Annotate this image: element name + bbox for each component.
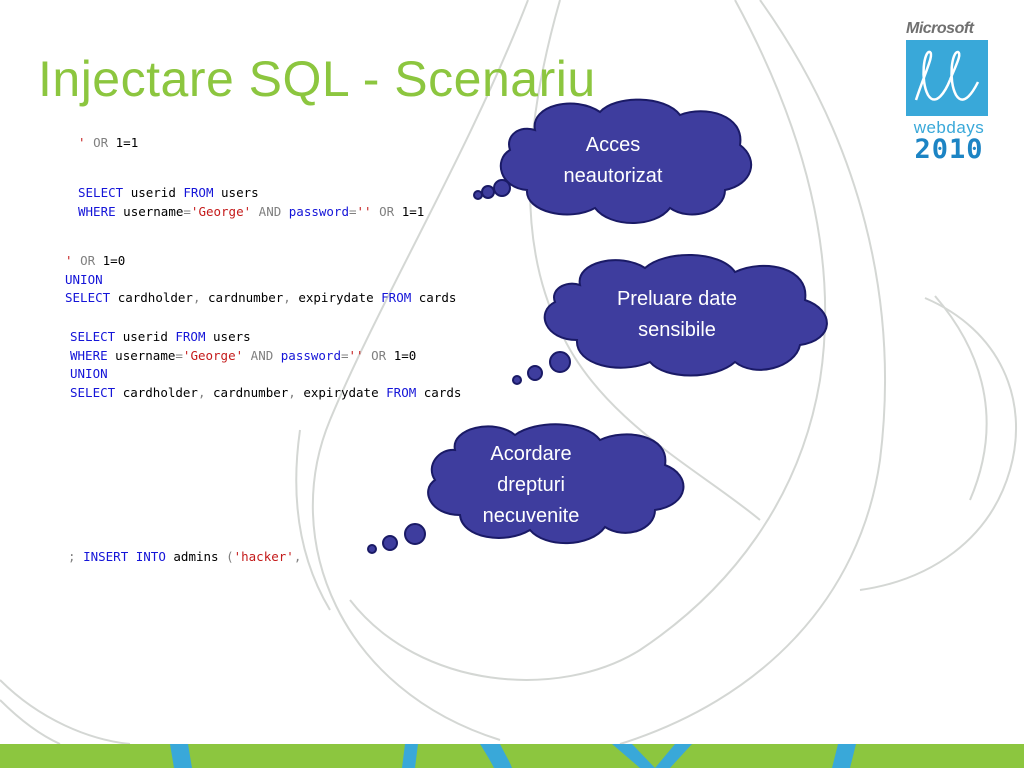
footer-decoration <box>170 744 856 768</box>
sql-condition: 1=0 <box>102 253 126 268</box>
cloud-3-label: Acordare drepturi necuvenite <box>456 439 606 532</box>
sql-keyword: WHERE <box>70 347 108 363</box>
sql-quote: ' <box>65 253 73 268</box>
sql-keyword: SELECT <box>70 384 116 400</box>
sql-string: '' <box>356 203 372 219</box>
sql-injection-payload-2: ' OR 1=0 UNION SELECT cardholder, cardnu… <box>65 252 456 308</box>
sql-operator: OR <box>379 203 395 219</box>
sql-operator: OR <box>93 135 109 150</box>
footer-bar <box>0 744 1024 768</box>
sql-condition: 1=1 <box>115 135 139 150</box>
sql-identifier: users <box>213 329 251 344</box>
sql-comma: , <box>288 384 296 400</box>
webdays-wordmark: webdays <box>913 118 985 137</box>
sql-identifier: password <box>280 347 341 363</box>
sql-keyword: FROM <box>386 384 417 400</box>
sql-identifier: username <box>123 203 184 219</box>
sql-operator: = <box>349 203 357 219</box>
sql-query-1: SELECT userid FROM users WHERE username=… <box>78 184 424 221</box>
sql-keyword: INTO <box>135 549 166 564</box>
sql-keyword: FROM <box>175 329 206 344</box>
sql-keyword: SELECT <box>65 290 111 305</box>
cloud-2-line1: Preluare date <box>616 288 738 310</box>
sql-identifier: password <box>288 203 349 219</box>
sql-identifier: expirydate <box>298 290 374 305</box>
sql-keyword: SELECT <box>78 185 124 200</box>
sql-identifier: userid <box>130 185 176 200</box>
cloud-1-label: Acces neautorizat <box>538 130 688 192</box>
sql-comma: , <box>283 290 291 305</box>
sql-keyword: UNION <box>65 271 103 287</box>
sql-identifier: cards <box>423 384 462 400</box>
sql-operator: = <box>183 203 191 219</box>
sql-operator: AND <box>258 203 282 219</box>
sql-quote: ' <box>78 135 86 150</box>
sql-string: 'hacker' <box>233 549 294 564</box>
cloud-2-line2: sensibile <box>638 319 716 341</box>
cloud-1-line2: neautorizat <box>563 165 663 187</box>
sql-operator: OR <box>371 347 387 363</box>
webdays-tile-icon <box>906 40 988 116</box>
sql-identifier: expirydate <box>303 384 379 400</box>
sql-operator: AND <box>250 347 274 363</box>
sql-identifier: cardholder <box>122 384 198 400</box>
sql-string: 'George' <box>182 347 244 363</box>
cloud-3-line1: Acordare <box>490 443 572 465</box>
swirl-icon <box>914 50 980 101</box>
cloud-3-line2: drepturi <box>497 474 565 496</box>
sql-keyword: SELECT <box>70 329 116 344</box>
sql-comma: , <box>197 384 206 400</box>
sql-keyword: FROM <box>183 185 214 200</box>
sql-string: 'George' <box>190 203 252 219</box>
sql-identifier: admins <box>173 549 219 564</box>
sql-injection-payload-1: ' OR 1=1 <box>78 134 138 153</box>
webdays-logo: Microsoft webdays 2010 <box>906 20 992 165</box>
cloud-3-line3: necuvenite <box>482 505 580 527</box>
sql-condition: 1=1 <box>401 203 425 219</box>
sql-keyword: WHERE <box>78 203 116 219</box>
sql-keyword: UNION <box>70 366 108 381</box>
sql-injection-payload-3: ; INSERT INTO admins ('hacker', <box>68 548 301 567</box>
sql-identifier: cards <box>418 290 457 305</box>
cloud-1-line1: Acces <box>585 134 641 156</box>
year-label: 2010 <box>914 134 984 165</box>
sql-identifier: cardholder <box>117 290 193 305</box>
sql-operator: OR <box>80 253 96 268</box>
sql-identifier: cardnumber <box>208 290 284 305</box>
sql-query-2: SELECT userid FROM users WHERE username=… <box>70 328 461 402</box>
sql-comma: , <box>293 549 302 564</box>
sql-semicolon: ; <box>68 549 76 564</box>
sql-identifier: cardnumber <box>213 384 289 400</box>
sql-identifier: username <box>115 347 176 363</box>
sql-operator: = <box>341 347 349 363</box>
sql-identifier: users <box>221 185 259 200</box>
microsoft-wordmark: Microsoft <box>906 20 974 37</box>
sql-comma: , <box>192 290 201 305</box>
slide-title: Injectare SQL - Scenariu <box>38 51 596 107</box>
sql-string: '' <box>348 347 364 363</box>
sql-operator: = <box>175 347 183 363</box>
sql-keyword: INSERT <box>83 549 129 564</box>
sql-keyword: FROM <box>381 290 412 305</box>
sql-condition: 1=0 <box>393 347 417 363</box>
sql-paren: ( <box>226 549 234 564</box>
sql-identifier: userid <box>122 329 168 344</box>
cloud-2-label: Preluare date sensibile <box>593 284 761 346</box>
